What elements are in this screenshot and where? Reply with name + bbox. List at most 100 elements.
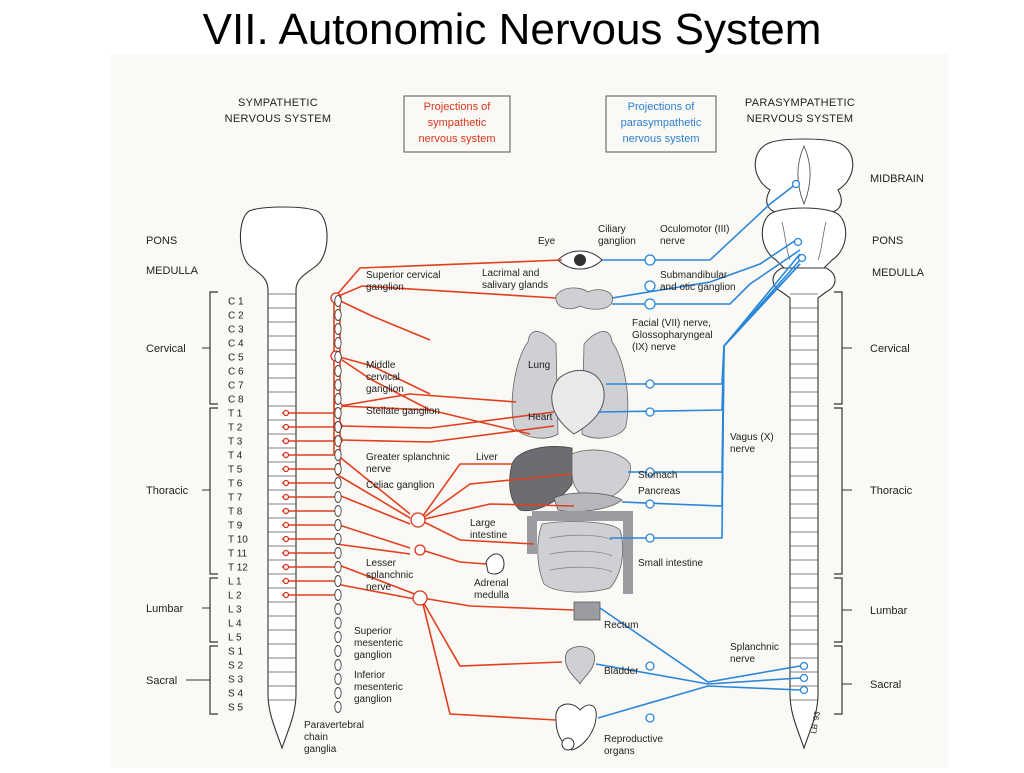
chain-ganglion-bead bbox=[334, 547, 342, 559]
vertebra-label: C 2 bbox=[228, 311, 244, 322]
spinal-outflow-origin bbox=[282, 521, 290, 529]
lesser-splanchnic-label-3: nerve bbox=[366, 582, 391, 593]
heart-organ bbox=[551, 369, 605, 435]
reproductive-ganglion-marker bbox=[645, 713, 655, 723]
facial-label-1: Facial (VII) nerve, bbox=[632, 318, 711, 329]
right-cervical-label: Cervical bbox=[870, 343, 910, 355]
right-cord-segments bbox=[790, 293, 818, 701]
chain-ganglion-bead bbox=[334, 323, 342, 335]
paravertebral-chain-ganglia bbox=[334, 295, 342, 713]
oculomotor-label-1: Oculomotor (III) bbox=[660, 224, 729, 235]
chain-ganglion-bead bbox=[334, 477, 342, 489]
chain-ganglion-bead bbox=[334, 407, 342, 419]
para-heading-line1: PARASYMPATHETIC bbox=[745, 97, 855, 109]
submandibular-label-1: Submandibular bbox=[660, 270, 728, 281]
vertebra-label: T 7 bbox=[228, 493, 243, 504]
vertebra-labels: C 1C 2C 3C 4C 5C 6C 7C 8T 1T 2T 3T 4T 5T… bbox=[228, 297, 248, 714]
heart-label: Heart bbox=[528, 412, 553, 423]
vertebra-label: C 1 bbox=[228, 297, 244, 308]
adrenal-label-1: Adrenal bbox=[474, 578, 508, 589]
left-cervical-label: Cervical bbox=[146, 343, 186, 355]
stellate-label: Stellate ganglion bbox=[366, 406, 440, 417]
sacral-nucleus-s3 bbox=[799, 673, 809, 683]
greater-splanchnic-label-2: nerve bbox=[366, 464, 391, 475]
medulla-nucleus-marker bbox=[797, 253, 807, 263]
chain-ganglion-bead bbox=[334, 631, 342, 643]
vertebra-label: C 6 bbox=[228, 367, 244, 378]
stomach-ganglion-marker bbox=[645, 467, 655, 477]
submandibular-ganglion-marker bbox=[644, 280, 656, 292]
middle-cervical-label-2: cervical bbox=[366, 372, 400, 383]
vertebra-label: T 10 bbox=[228, 535, 248, 546]
parasympathetic-pathways bbox=[595, 183, 801, 719]
parasympathetic-heading: PARASYMPATHETIC NERVOUS SYSTEM bbox=[745, 97, 855, 125]
liver-label: Liver bbox=[476, 452, 498, 463]
sym-proj-line2: sympathetic bbox=[428, 117, 487, 129]
inferior-mesenteric-label-2: mesenteric bbox=[354, 682, 403, 693]
spinal-outflow-origin bbox=[282, 423, 290, 431]
lesser-splanchnic-label-2: splanchnic bbox=[366, 570, 413, 581]
spinal-outflow-origin bbox=[282, 465, 290, 473]
reproductive-label-1: Reproductive bbox=[604, 734, 663, 745]
artist-signature: LB '93 bbox=[809, 710, 822, 734]
spinal-outflow-origin bbox=[282, 437, 290, 445]
vertebra-label: L 4 bbox=[228, 619, 242, 630]
salivary-glands-organ bbox=[555, 287, 614, 310]
rectum-organ bbox=[573, 601, 601, 621]
chain-ganglion-bead bbox=[334, 491, 342, 503]
chain-ganglion-bead bbox=[334, 295, 342, 307]
chain-ganglion-bead bbox=[334, 589, 342, 601]
vertebra-label: S 5 bbox=[228, 703, 243, 714]
pancreas-ganglion-marker bbox=[645, 499, 655, 509]
vertebra-label: T 2 bbox=[228, 423, 243, 434]
middle-cervical-label-3: ganglion bbox=[366, 384, 404, 395]
chain-ganglion-bead bbox=[334, 379, 342, 391]
left-spinal-cord bbox=[239, 206, 328, 750]
vagus-label-1: Vagus (X) bbox=[730, 432, 774, 443]
vertebra-label: T 1 bbox=[228, 409, 243, 420]
stomach-label: Stomach bbox=[638, 470, 677, 481]
facial-label-2: Glossopharyngeal bbox=[632, 330, 713, 341]
vertebra-label: L 1 bbox=[228, 577, 242, 588]
chain-ganglion-bead bbox=[334, 519, 342, 531]
reproductive-label-2: organs bbox=[604, 746, 635, 757]
vertebra-label: T 3 bbox=[228, 437, 243, 448]
left-thoracic-label: Thoracic bbox=[146, 485, 189, 497]
sacral-nucleus-s4 bbox=[799, 685, 809, 695]
otic-ganglion-marker bbox=[644, 298, 656, 310]
lesser-splanchnic-label-1: Lesser bbox=[366, 558, 397, 569]
vertebra-label: S 1 bbox=[228, 647, 243, 658]
autonomic-diagram: SYMPATHETIC NERVOUS SYSTEM PARASYMPATHET… bbox=[146, 95, 925, 757]
bladder-label: Bladder bbox=[604, 666, 639, 677]
inferior-mesenteric-label-3: ganglion bbox=[354, 694, 392, 705]
chain-ganglion-bead bbox=[334, 435, 342, 447]
vertebra-label: S 4 bbox=[228, 689, 243, 700]
chain-ganglion-bead bbox=[334, 645, 342, 657]
chain-ganglion-bead bbox=[334, 617, 342, 629]
adrenal-label-2: medulla bbox=[474, 590, 509, 601]
vertebra-label: L 3 bbox=[228, 605, 242, 616]
vertebra-label: C 7 bbox=[228, 381, 244, 392]
facial-label-3: (IX) nerve bbox=[632, 342, 676, 353]
left-pons-label: PONS bbox=[146, 235, 177, 247]
vertebra-label: T 6 bbox=[228, 479, 243, 490]
spinal-outflow-origin bbox=[282, 591, 290, 599]
sym-heading-line2: NERVOUS SYSTEM bbox=[225, 113, 332, 125]
thoracic-outflow bbox=[282, 409, 336, 599]
parasympathetic-ganglia bbox=[644, 179, 809, 723]
submandibular-label-2: and otic ganglion bbox=[660, 282, 736, 293]
brainstem-drawing bbox=[754, 138, 854, 269]
vertebra-label: C 5 bbox=[228, 353, 244, 364]
superior-mesenteric-label-2: mesenteric bbox=[354, 638, 403, 649]
sympathetic-ganglia bbox=[330, 292, 428, 713]
vertebra-label: C 4 bbox=[228, 339, 244, 350]
right-brackets bbox=[834, 291, 852, 715]
para-projections-box: Projections of parasympathetic nervous s… bbox=[605, 95, 717, 153]
chain-ganglion-bead bbox=[334, 533, 342, 545]
para-proj-line2: parasympathetic bbox=[621, 117, 702, 129]
vertebra-label: T 11 bbox=[228, 549, 248, 560]
left-sacral-label: Sacral bbox=[146, 675, 177, 687]
sympathetic-heading: SYMPATHETIC NERVOUS SYSTEM bbox=[225, 97, 332, 125]
heart-ganglion-marker bbox=[645, 407, 655, 417]
middle-cervical-label-1: Middle bbox=[366, 360, 396, 371]
